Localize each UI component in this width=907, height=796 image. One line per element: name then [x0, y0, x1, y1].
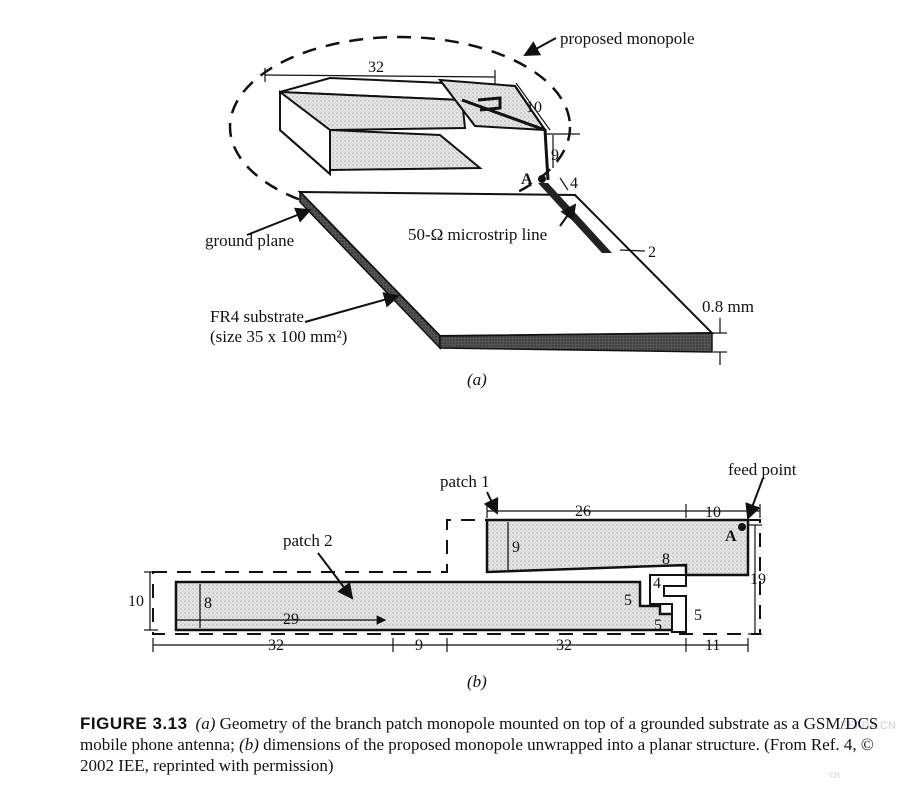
patch-1 [485, 518, 750, 577]
label-substrate-line2: (size 35 x 100 mm²) [210, 327, 347, 346]
label-substrate-line1: FR4 substrate [210, 307, 304, 326]
dimensions-a [264, 68, 727, 365]
caption-text-a: Geometry of the branch patch monopole mo… [80, 714, 879, 754]
watermark-suffix: cn [829, 770, 840, 781]
dim-b-9-patch1: 9 [512, 539, 520, 556]
watermark-site: EEFDA.CN [840, 720, 896, 732]
dim-b-26: 26 [575, 503, 591, 520]
feed-point-a-dot [538, 175, 546, 183]
callout-proposed-monopole: proposed monopole [560, 29, 695, 48]
feed-point-b-label: A [725, 528, 737, 545]
dim-b-5-right: 5 [694, 607, 702, 624]
panel-label-a: (a) [467, 370, 487, 389]
label-patch2: patch 2 [283, 531, 333, 550]
dim-b-32-left: 32 [268, 637, 284, 654]
dim-b-5-left: 5 [624, 592, 632, 609]
dim-b-5-bottom: 5 [654, 617, 662, 634]
caption-figure-number: FIGURE 3.13 [80, 714, 188, 733]
label-ground-plane: ground plane [205, 231, 294, 250]
dim-a-10: 10 [526, 99, 542, 116]
watermark: EEFDA.CN cn [620, 690, 900, 790]
dim-b-9-bottom: 9 [415, 637, 423, 654]
label-microstrip: 50-Ω microstrip line [408, 225, 547, 244]
feed-point-b-dot [738, 523, 746, 531]
monopole-block [279, 76, 550, 183]
monopole-highlight-ellipse [228, 35, 572, 219]
patch-2 [174, 580, 684, 632]
part-a-drawing: proposed monopole 32 10 9 A 4 2 50-Ω mic… [205, 29, 754, 389]
dim-b-32-right: 32 [556, 637, 572, 654]
dim-b-4: 4 [653, 575, 661, 592]
panel-label-b: (b) [467, 672, 487, 691]
dim-a-2: 2 [648, 244, 656, 261]
leaders-a [246, 37, 577, 323]
meander-section [649, 574, 687, 633]
caption-text-b: dimensions of the proposed monopole unwr… [80, 735, 874, 775]
dim-b-10-left: 10 [128, 593, 144, 610]
dim-b-10-top: 10 [705, 504, 721, 521]
fr4-substrate [297, 190, 715, 353]
label-thickness: 0.8 mm [702, 297, 754, 316]
dim-b-19: 19 [750, 571, 766, 588]
figure-caption: FIGURE 3.13 (a) Geometry of the branch pa… [80, 713, 880, 776]
part-b-drawing: feed point patch 1 patch 2 A 26 10 9 19 … [128, 460, 797, 691]
caption-label-b: (b) [239, 735, 259, 754]
dim-b-8-small: 8 [662, 551, 670, 568]
feed-point-a-label: A [521, 171, 533, 188]
caption-label-a: (a) [195, 714, 216, 733]
unwrapped-outline [152, 519, 761, 635]
dim-b-8-patch2: 8 [204, 595, 212, 612]
label-feed-point: feed point [728, 460, 797, 479]
dim-a-9: 9 [551, 147, 559, 164]
label-patch1: patch 1 [440, 472, 490, 491]
leaders-b [317, 477, 764, 600]
dim-a-4: 4 [570, 175, 578, 192]
dim-a-32: 32 [368, 59, 384, 76]
dim-b-11: 11 [705, 637, 720, 654]
dim-b-29: 29 [283, 611, 299, 628]
